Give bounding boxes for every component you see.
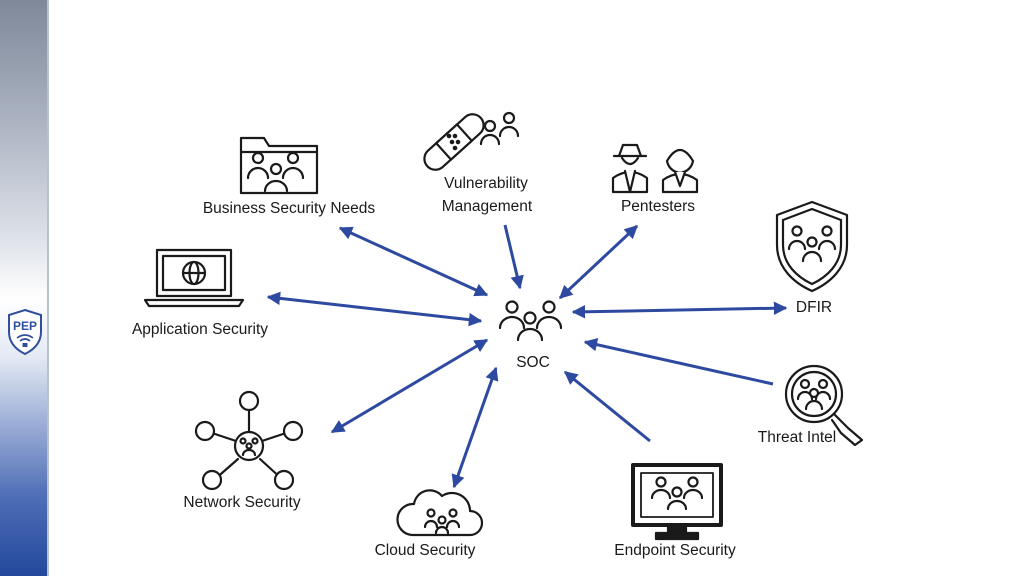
arrow-dfir: [571, 301, 788, 319]
label-pentesters: Pentesters: [620, 198, 696, 215]
side-divider: [47, 0, 49, 576]
label-cloud-security: Cloud Security: [374, 542, 476, 559]
magnifier-people-icon: [784, 364, 864, 447]
shield-people-icon: [775, 200, 849, 293]
pep-logo: PEP: [6, 308, 44, 356]
arrow-network: [330, 338, 489, 434]
label-soc: SOC: [516, 354, 550, 371]
label-dfir: DFIR: [795, 299, 833, 316]
monitor-people-icon: [631, 463, 723, 541]
label-network-security: Network Security: [183, 494, 301, 511]
spy-agents-icon: [611, 143, 699, 194]
label-vulnerability-line1: Vulnerability: [444, 175, 528, 192]
cloud-people-icon: [396, 489, 484, 537]
arrow-cloud: [451, 366, 499, 489]
arrow-pentest: [558, 224, 639, 300]
folder-people-icon: [239, 136, 319, 195]
network-hub-icon: [194, 390, 304, 491]
side-gradient-band: [0, 0, 47, 576]
label-threat-intel: Threat Intel: [757, 429, 837, 446]
label-business-security-needs: Business Security Needs: [202, 200, 376, 217]
connectors: [266, 224, 788, 489]
svg-text:PEP: PEP: [13, 319, 37, 333]
label-application-security: Application Security: [131, 321, 269, 338]
soc-people-icon: [498, 300, 563, 342]
arrow-business: [338, 226, 489, 297]
arrow-vuln: [503, 224, 524, 290]
arrow-threat: [583, 338, 774, 386]
bandage-people-icon: [423, 111, 520, 171]
label-endpoint-security: Endpoint Security: [614, 542, 736, 559]
arrow-endpoint: [563, 370, 651, 443]
arrow-appsec: [266, 291, 483, 327]
laptop-globe-icon: [143, 248, 245, 308]
label-vulnerability-line2: Management: [441, 198, 533, 215]
